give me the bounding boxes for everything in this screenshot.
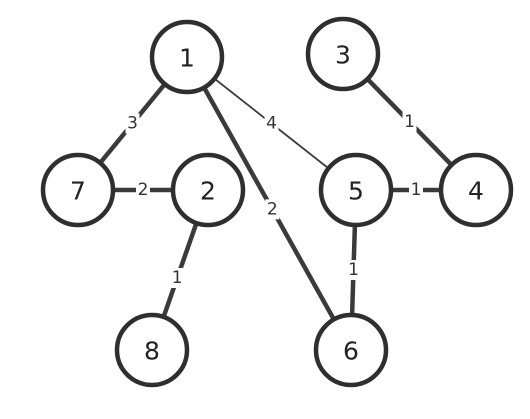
node-label-2: 2 bbox=[200, 177, 216, 206]
node-circle-4 bbox=[438, 152, 514, 228]
edge-weight-bg-1-6 bbox=[265, 199, 280, 220]
edges-layer: 3 2 4 2 1 1 1 1 bbox=[75, 51, 479, 353]
edge-weight-bg-1-7 bbox=[125, 113, 140, 134]
edge-weight-bg-5-4 bbox=[409, 180, 423, 200]
edge-weight-1-7: 3 bbox=[127, 114, 138, 134]
node-label-6: 6 bbox=[343, 337, 359, 366]
edge-weight-5-6: 1 bbox=[348, 260, 359, 280]
node-4: 4 bbox=[438, 152, 514, 228]
node-label-7: 7 bbox=[70, 177, 86, 206]
node-5: 5 bbox=[318, 152, 394, 228]
node-6: 6 bbox=[313, 312, 389, 388]
edge-weight-bg-1-5 bbox=[264, 113, 279, 134]
edge-weight-bg-5-6 bbox=[346, 260, 361, 280]
edge-weight-7-2: 2 bbox=[138, 180, 149, 200]
node-circle-3 bbox=[305, 16, 381, 92]
node-1: 1 bbox=[149, 19, 225, 95]
edge-weight-bg-7-2 bbox=[136, 180, 150, 200]
node-8: 8 bbox=[114, 312, 190, 388]
node-circle-6 bbox=[313, 312, 389, 388]
edge-weight-bg-2-8 bbox=[170, 268, 185, 288]
node-circle-7 bbox=[40, 152, 116, 228]
node-label-3: 3 bbox=[335, 41, 351, 70]
edge-weight-3-4: 1 bbox=[404, 112, 415, 132]
node-7: 7 bbox=[40, 152, 116, 228]
node-3: 3 bbox=[305, 16, 381, 92]
edge-weight-1-5: 4 bbox=[266, 114, 277, 134]
node-circle-8 bbox=[114, 312, 190, 388]
node-circle-1 bbox=[149, 19, 225, 95]
node-label-8: 8 bbox=[144, 337, 160, 366]
edge-weight-bg-3-4 bbox=[402, 112, 417, 132]
nodes-layer: 1 2 3 4 5 6 7 8 bbox=[40, 16, 514, 388]
node-2: 2 bbox=[170, 152, 246, 228]
node-label-5: 5 bbox=[348, 177, 364, 206]
edge-weight-5-4: 1 bbox=[411, 180, 422, 200]
node-label-1: 1 bbox=[179, 44, 195, 73]
node-circle-5 bbox=[318, 152, 394, 228]
node-circle-2 bbox=[170, 152, 246, 228]
node-label-4: 4 bbox=[468, 177, 484, 206]
edge-weight-2-8: 1 bbox=[172, 268, 183, 288]
edge-weight-1-6: 2 bbox=[267, 199, 278, 219]
